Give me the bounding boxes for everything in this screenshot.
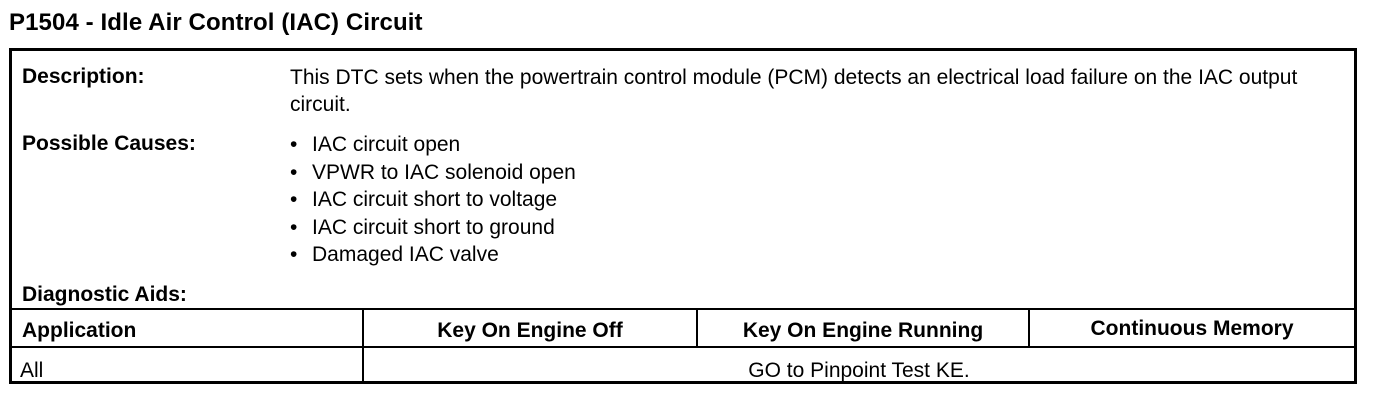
cause-text: IAC circuit open <box>312 133 461 156</box>
dtc-info-box: Description: This DTC sets when the powe… <box>9 48 1357 384</box>
possible-causes-label: Possible Causes: <box>22 132 196 155</box>
header-application: Application <box>22 319 137 342</box>
description-label: Description: <box>22 65 145 88</box>
table-row-divider <box>12 346 1354 348</box>
cause-text: VPWR to IAC solenoid open <box>312 160 576 184</box>
header-continuous-memory: Continuous Memory <box>1090 317 1294 340</box>
bullet-icon: • <box>290 188 298 211</box>
header-key-on-engine-off: Key On Engine Off <box>437 319 623 342</box>
column-divider <box>1028 308 1030 346</box>
bullet-icon: • <box>290 215 298 239</box>
cell-pinpoint-test: GO to Pinpoint Test KE. <box>748 359 970 382</box>
cell-application: All <box>20 359 44 382</box>
page-title: P1504 - Idle Air Control (IAC) Circuit <box>9 9 423 36</box>
cause-text: IAC circuit short to voltage <box>312 188 558 211</box>
cause-item: • VPWR to IAC solenoid open <box>290 159 576 187</box>
possible-causes-list: • IAC circuit open • VPWR to IAC solenoid … <box>290 131 576 269</box>
column-divider <box>696 308 698 346</box>
cause-item: • IAC circuit short to voltage <box>290 186 576 214</box>
cause-item: • IAC circuit short to ground <box>290 214 576 242</box>
table-top-border <box>12 308 1354 310</box>
bullet-icon: • <box>290 243 298 266</box>
diagnostic-aids-label: Diagnostic Aids: <box>22 283 187 306</box>
bullet-icon: • <box>290 160 298 184</box>
description-text: This DTC sets when the powertrain contro… <box>290 66 1298 116</box>
bullet-icon: • <box>290 133 298 156</box>
header-key-on-engine-running: Key On Engine Running <box>742 319 984 342</box>
cause-item: • Damaged IAC valve <box>290 241 576 269</box>
cause-text: IAC circuit short to ground <box>312 215 555 239</box>
cause-item: • IAC circuit open <box>290 131 576 159</box>
column-divider <box>362 308 364 384</box>
cause-text: Damaged IAC valve <box>312 243 499 266</box>
